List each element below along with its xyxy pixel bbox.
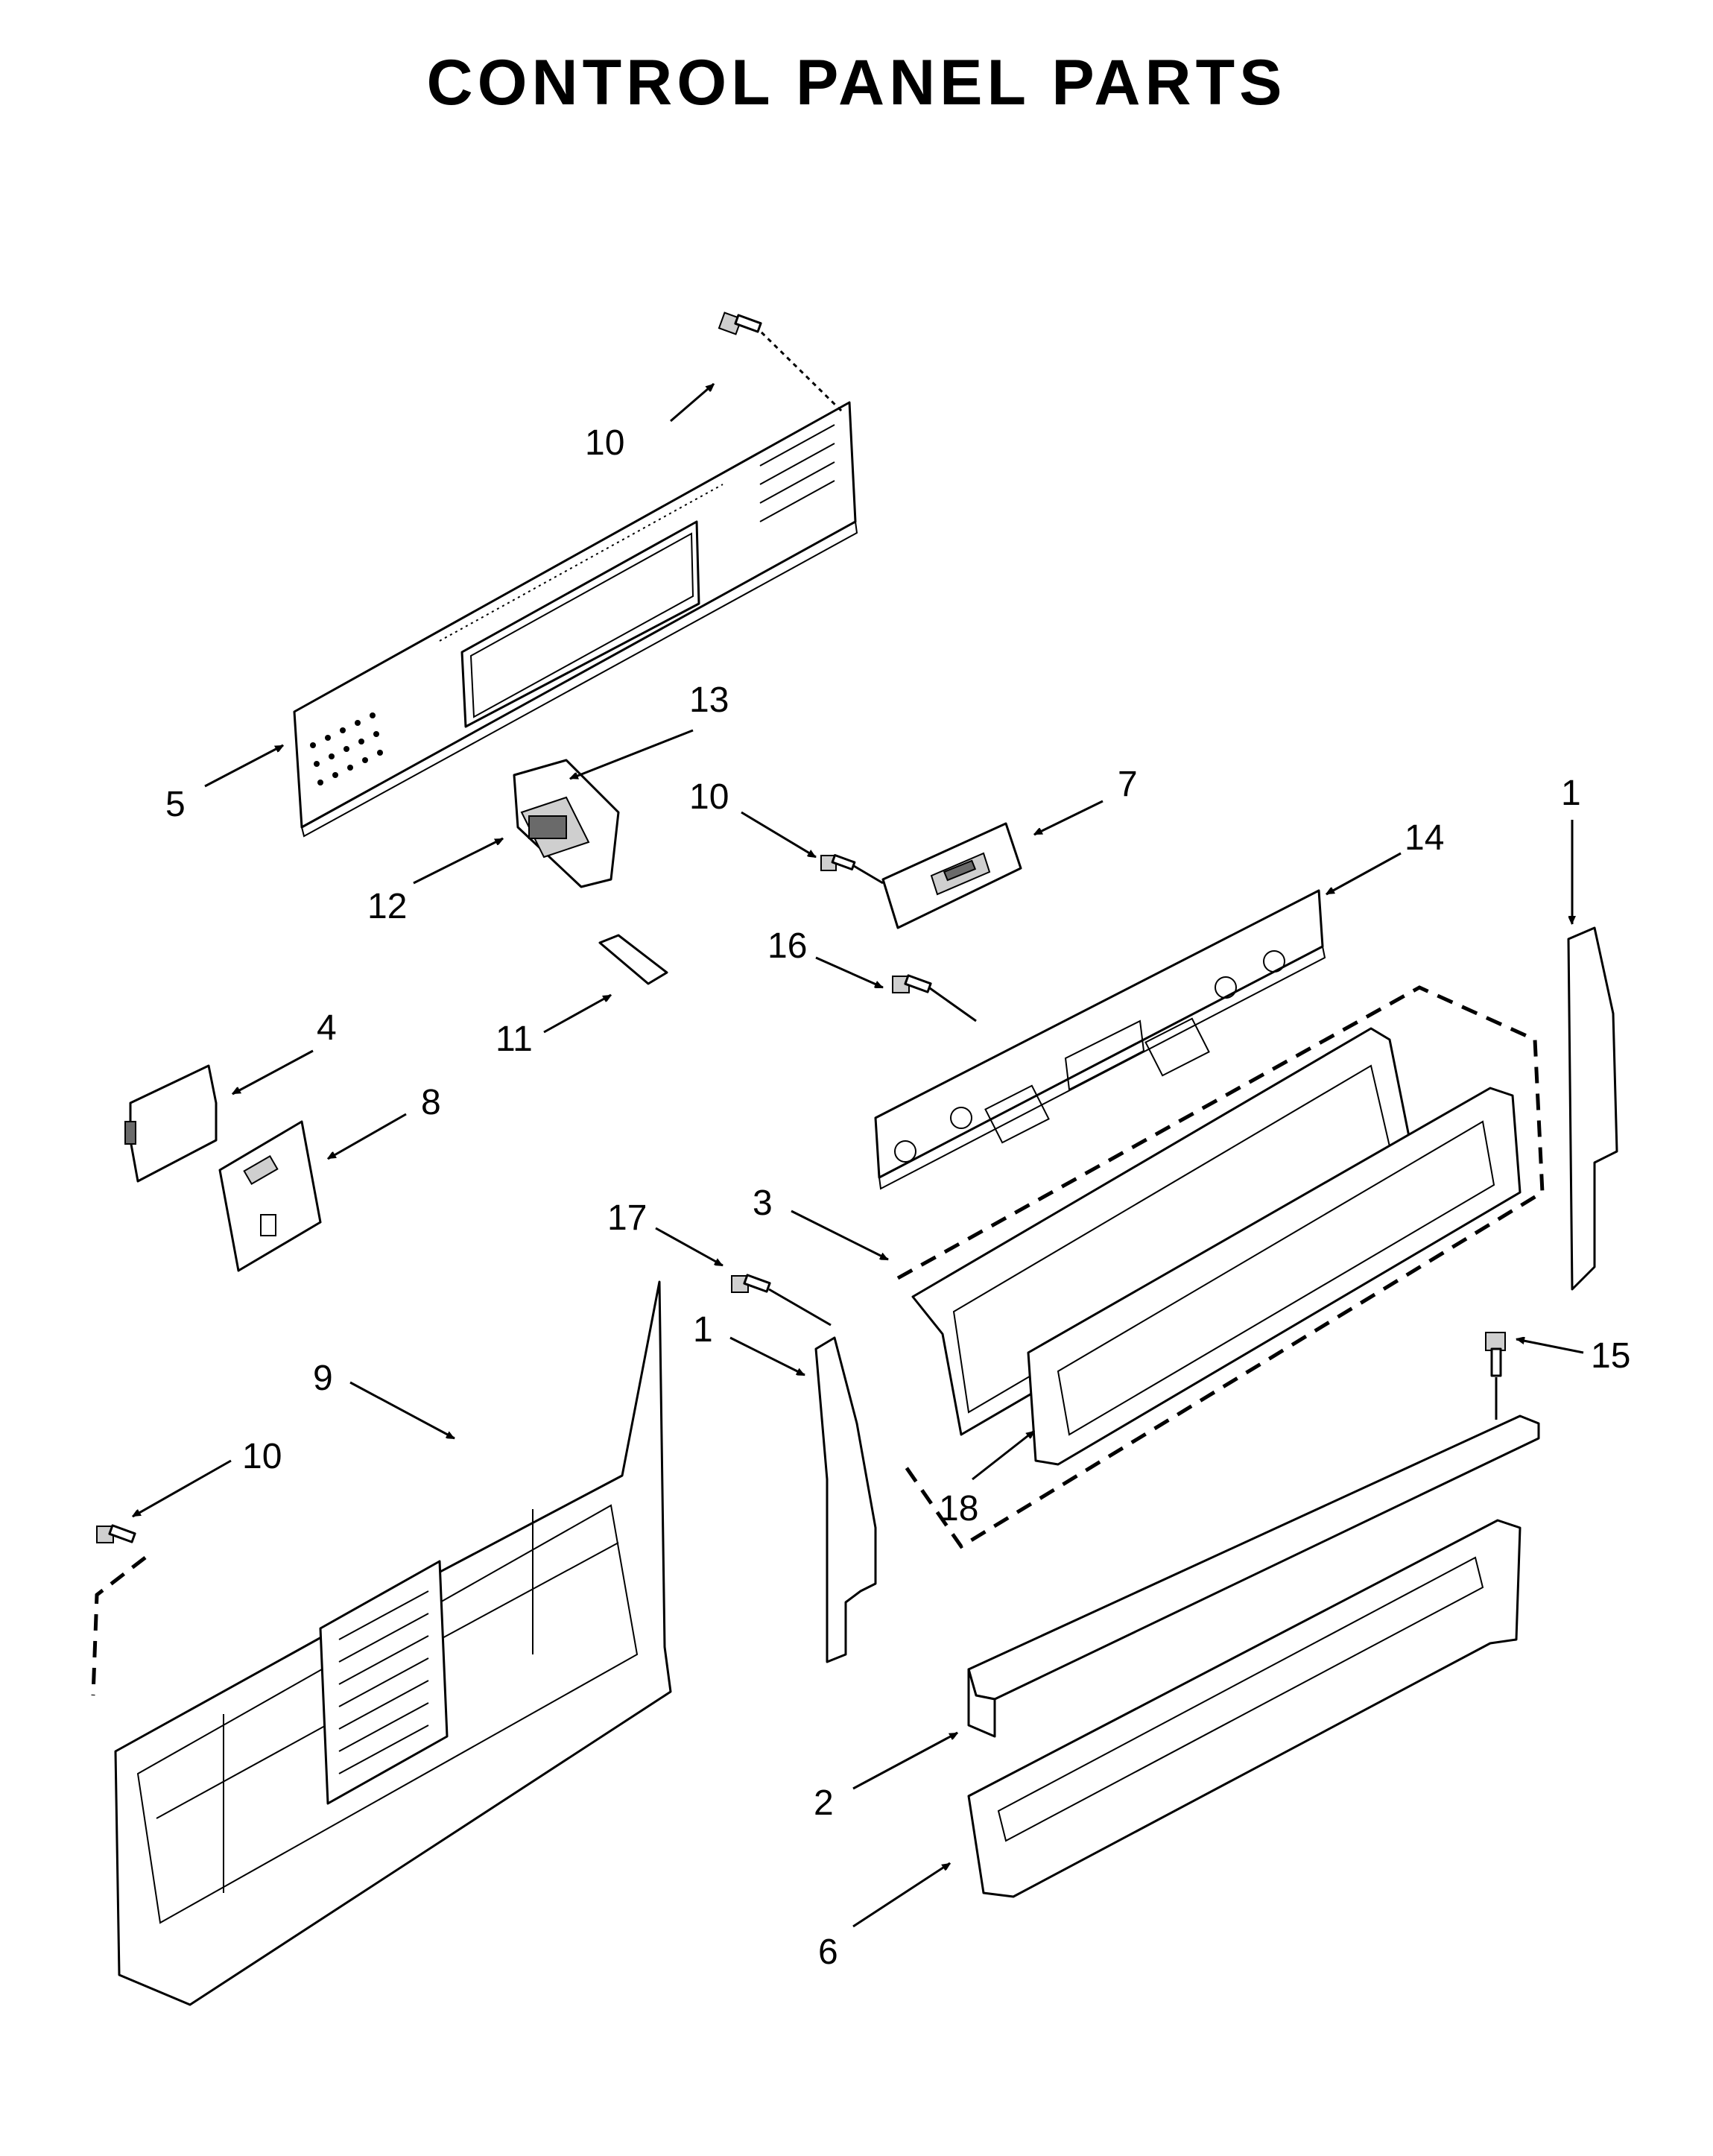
callout-14: 14 xyxy=(1405,818,1444,858)
part-8-bracket xyxy=(218,1120,322,1272)
callout-18: 18 xyxy=(939,1489,978,1529)
callout-4: 4 xyxy=(317,1008,337,1048)
part-13-harness-bracket xyxy=(513,759,620,888)
callout-10: 10 xyxy=(689,777,729,817)
part-7-control-board xyxy=(881,822,1022,929)
callout-8: 8 xyxy=(421,1083,441,1122)
part-4-board xyxy=(124,1064,218,1183)
callout-labels: 10 13 5 12 10 7 14 1 16 11 4 8 3 17 1 9 … xyxy=(165,423,1630,1972)
callout-11: 11 xyxy=(495,1019,533,1059)
part-14-control-panel xyxy=(874,889,1326,1190)
part-9-rear-panel xyxy=(91,1280,672,2006)
callout-10: 10 xyxy=(242,1437,282,1476)
callout-10: 10 xyxy=(585,423,624,463)
part-16-screw xyxy=(892,974,977,1022)
part-5-upper-bracket xyxy=(293,401,858,838)
part-10-screw-top xyxy=(718,312,843,413)
callout-12: 12 xyxy=(367,887,407,926)
part-18-trim-insert xyxy=(1027,1087,1522,1466)
callout-17: 17 xyxy=(607,1198,647,1238)
callout-13: 13 xyxy=(689,680,729,720)
part-1-side-bracket-right xyxy=(1567,926,1618,1291)
leader-arrows xyxy=(133,382,1584,1928)
part-10-screw-left xyxy=(96,1524,136,1543)
part-11-clip xyxy=(598,934,668,985)
part-6-lower-bracket xyxy=(967,1519,1522,1898)
part-2-lower-rail xyxy=(967,1414,1540,1738)
callout-16: 16 xyxy=(767,926,807,966)
part-17-screw xyxy=(731,1274,832,1327)
callout-6: 6 xyxy=(818,1932,838,1972)
part-1-side-bracket-center xyxy=(814,1336,877,1663)
part-15-screw xyxy=(1485,1332,1506,1420)
callout-3: 3 xyxy=(753,1183,773,1223)
page-title: CONTROL PANEL PARTS xyxy=(426,47,1287,118)
callout-1: 1 xyxy=(693,1310,713,1350)
callout-15: 15 xyxy=(1591,1336,1630,1376)
callout-7: 7 xyxy=(1118,765,1138,804)
callout-2: 2 xyxy=(814,1783,834,1823)
callout-9: 9 xyxy=(313,1359,333,1398)
callout-1: 1 xyxy=(1561,774,1581,813)
callout-5: 5 xyxy=(165,785,186,824)
part-10-screw-mid xyxy=(820,854,884,885)
